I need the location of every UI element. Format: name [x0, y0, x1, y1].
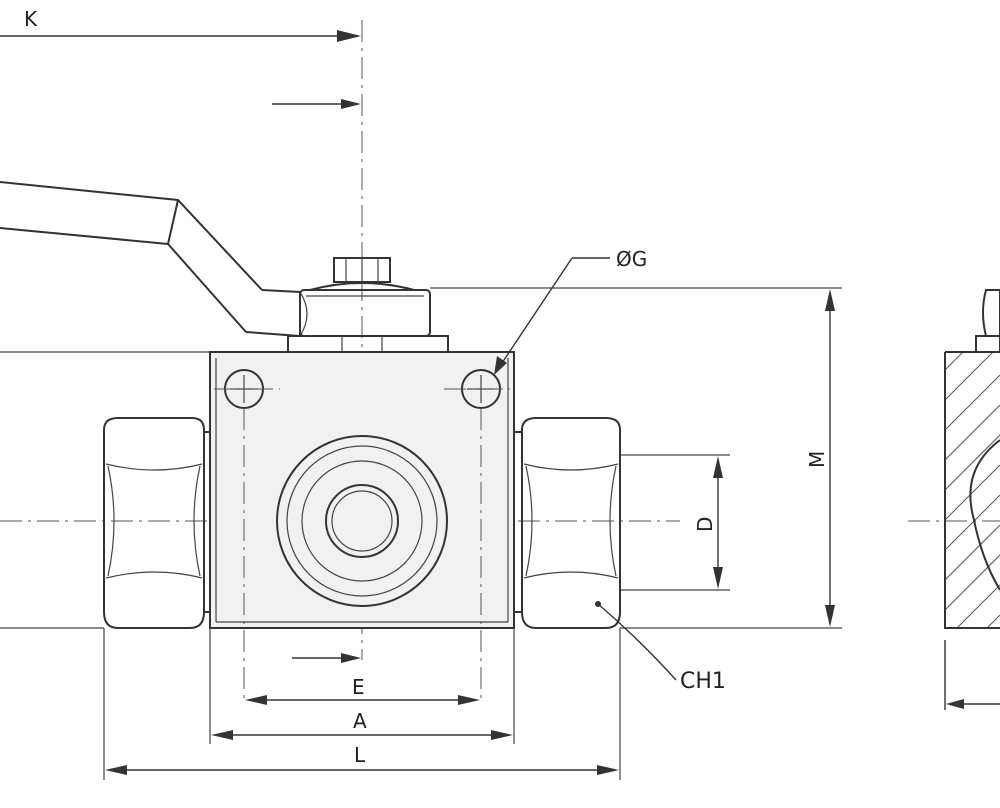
stem-reference-arrow — [272, 99, 361, 109]
valve-bonnet — [287, 282, 449, 353]
dimension-k: K — [0, 7, 361, 42]
dimension-l: L — [103, 628, 621, 780]
label-d: D — [693, 517, 717, 532]
dimension-ch1: CH1 — [597, 603, 726, 694]
bottom-reference-arrow — [292, 653, 361, 663]
label-phi-g: ØG — [616, 247, 647, 271]
label-e: E — [352, 675, 365, 699]
label-k: K — [24, 7, 38, 31]
dimension-phi-g: ØG — [494, 247, 647, 375]
dimension-d: D — [620, 454, 730, 591]
label-l: L — [354, 743, 366, 767]
right-hex-fitting — [513, 417, 621, 629]
label-m: M — [805, 451, 829, 468]
dimension-m: M — [430, 287, 842, 629]
label-a: A — [353, 709, 367, 733]
section-view — [944, 289, 1000, 710]
stem-nut — [333, 257, 391, 283]
label-ch1: CH1 — [680, 669, 726, 694]
dimension-e: E — [245, 675, 480, 705]
valve-body — [209, 351, 515, 700]
left-hex-fitting — [103, 417, 211, 629]
valve-handle — [0, 181, 308, 338]
dimension-a: A — [209, 628, 515, 744]
